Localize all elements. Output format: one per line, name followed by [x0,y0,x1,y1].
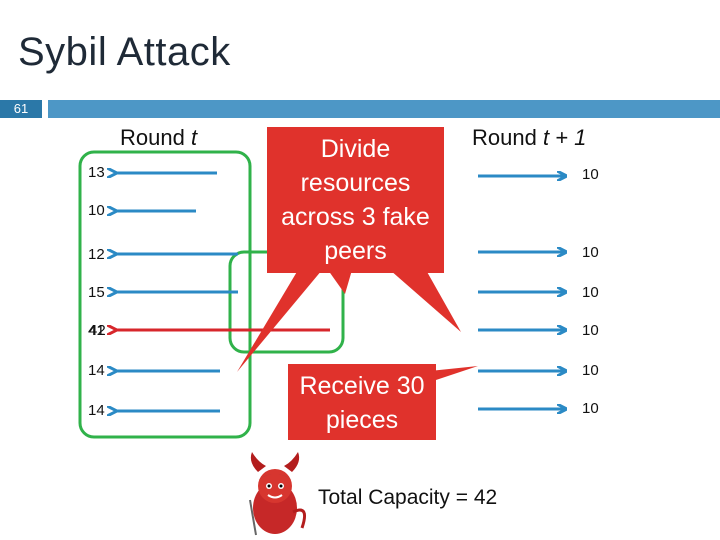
left-value-7: 14 [88,402,105,419]
right-value-4: 10 [582,322,599,339]
left-value-2: 10 [88,202,105,219]
right-value-5: 10 [582,362,599,379]
left-value-3: 12 [88,246,105,263]
right-value-6: 10 [582,400,599,417]
devil-icon [249,452,306,536]
slide-title: Sybil Attack [18,30,231,74]
title-bar [48,100,720,118]
callout-top-text: Divide resources across 3 fake peers [281,135,430,265]
right-value-3: 10 [582,284,599,301]
left-value-1: 13 [88,164,105,181]
left-value-4: 15 [88,284,105,301]
right-value-1: 10 [582,166,599,183]
total-capacity: Total Capacity = 42 [318,486,498,509]
left-value-6: 14 [88,362,105,379]
left-value-5b: 42 [89,322,106,339]
callout-bottom-box [288,364,436,440]
round-t-label: Round t [120,125,198,150]
callout-pointer-1 [237,270,322,372]
callout-bottom-text: Receive 30 pieces [299,372,425,434]
right-value-2: 10 [582,244,599,261]
round-t1-label: Round t + 1 [472,125,587,150]
callout-pointer-3 [390,270,461,332]
peer-group-box [78,150,252,439]
slide-number: 61 [0,100,42,118]
callout-pointer-2 [328,270,352,294]
callout-top-box [267,127,444,273]
left-value-5a: 41 [88,322,105,339]
